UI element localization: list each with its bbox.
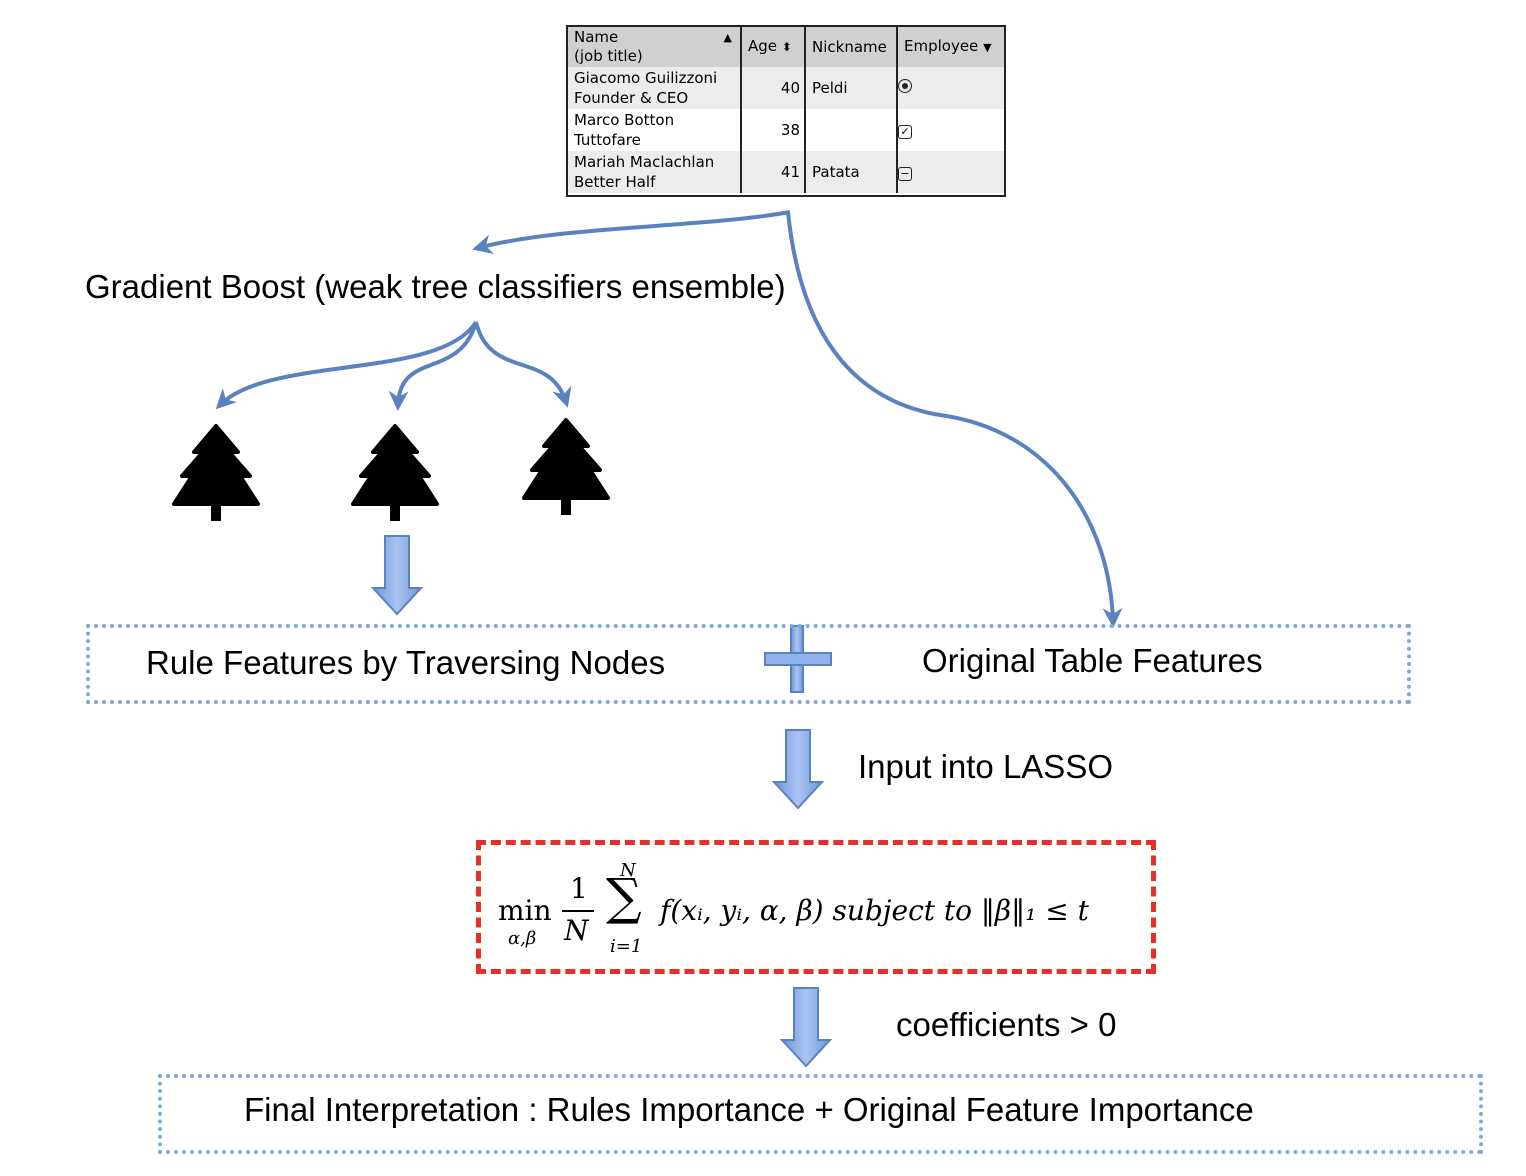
- tree-icon: [172, 424, 260, 521]
- tree-icon: [522, 418, 610, 515]
- lasso-formula-box: [476, 840, 1156, 974]
- arrow-to-tree-2: [388, 321, 478, 411]
- checkbox-checked-icon[interactable]: ✓: [898, 125, 912, 139]
- plus-icon: [764, 625, 832, 693]
- table-header-row: ▲ Name (job title) Age ⬍ Nickname Employ…: [568, 27, 1004, 67]
- original-features-label: Original Table Features: [922, 642, 1263, 679]
- minus-box-icon[interactable]: −: [898, 167, 912, 181]
- block-arrow-down-2: [771, 729, 825, 810]
- column-header-age[interactable]: Age ⬍: [741, 27, 806, 67]
- coefficients-label: coefficients > 0: [896, 1006, 1117, 1043]
- sort-up-icon[interactable]: ▲: [723, 31, 732, 44]
- gradient-boost-label: Gradient Boost (weak tree classifiers en…: [85, 268, 786, 305]
- lasso-formula: min α,β 1 N N ∑ i=1 f(xᵢ, yᵢ, α, β) subj…: [498, 860, 1089, 957]
- dropdown-icon[interactable]: ▼: [983, 41, 992, 54]
- header-job-label: (job title): [574, 47, 643, 65]
- tree-icon: [351, 424, 439, 521]
- final-interpretation-label: Final Interpretation : Rules Importance …: [244, 1091, 1254, 1128]
- column-header-nickname[interactable]: Nickname: [805, 27, 898, 67]
- lasso-label: Input into LASSO: [858, 748, 1113, 785]
- arrow-to-tree-3: [474, 321, 572, 408]
- radio-selected-icon[interactable]: [898, 79, 912, 93]
- sort-both-icon[interactable]: ⬍: [781, 40, 792, 54]
- column-header-name[interactable]: ▲ Name (job title): [568, 27, 742, 67]
- arrow-table-to-original-features: [786, 211, 1123, 628]
- arrow-table-to-gradient-boost: [472, 210, 791, 255]
- block-arrow-down-1: [370, 535, 424, 616]
- block-arrow-down-3: [779, 987, 833, 1068]
- features-box: [86, 624, 1411, 704]
- data-table: ▲ Name (job title) Age ⬍ Nickname Employ…: [566, 25, 1006, 197]
- header-name-label: Name: [574, 28, 619, 46]
- arrow-to-tree-1: [215, 320, 478, 410]
- column-header-employee[interactable]: Employee ▼: [897, 27, 1004, 67]
- rule-features-label: Rule Features by Traversing Nodes: [146, 644, 666, 681]
- final-interpretation-box: [158, 1074, 1483, 1154]
